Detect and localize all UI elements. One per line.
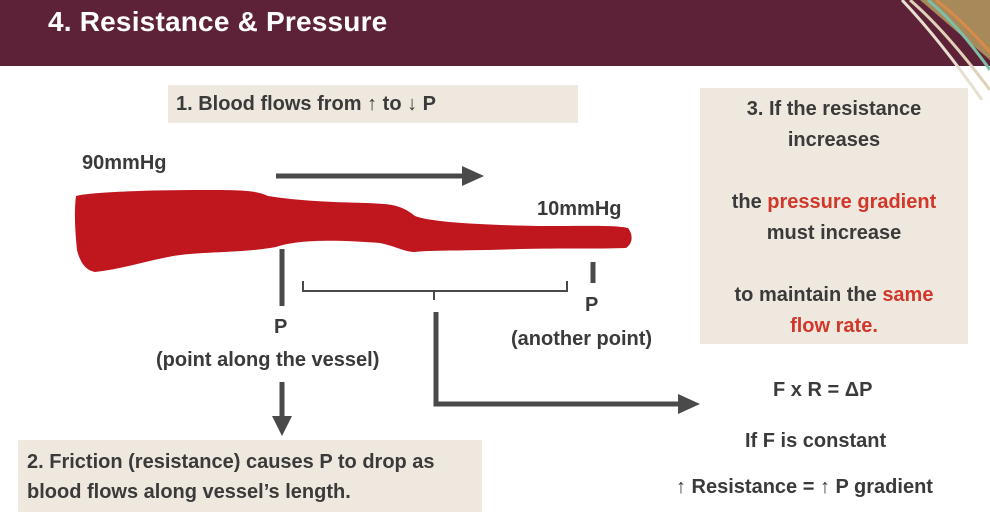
step2-box: 2. Friction (resistance) causes P to dro… [18, 440, 482, 512]
point-desc-label: (point along the vessel) [156, 349, 380, 371]
another-desc-label: (another point) [511, 328, 653, 350]
end-pressure-label: 10mmHg [537, 198, 622, 220]
header-bar: 4. Resistance & Pressure [0, 0, 990, 100]
same-highlight: same [882, 284, 934, 306]
step2-line2: blood flows along vessel’s length. [27, 481, 351, 503]
step1-text: 1. Blood flows from ↑ to ↓ P [176, 93, 436, 115]
step3-line5: to maintain the same [734, 284, 934, 306]
another-p-label: P [585, 294, 599, 316]
step3-line3: the pressure gradient [731, 191, 937, 213]
formula-result: ↑ Resistance = ↑ P gradient [676, 476, 933, 498]
step3-box: 3. If the resistance increases the press… [700, 88, 968, 344]
start-pressure-label: 90mmHg [82, 152, 167, 174]
corner-decoration-icon [900, 0, 990, 100]
pressure-gradient-highlight: pressure gradient [767, 191, 937, 213]
segment-bracket [302, 281, 568, 300]
blood-vessel [74, 190, 632, 272]
step3-line2: increases [787, 129, 881, 151]
flow-rate-highlight: flow rate. [790, 315, 878, 337]
elbow-arrow-head [678, 394, 700, 414]
formula-equation: F x R = ΔP [773, 379, 873, 401]
step1-box: 1. Blood flows from ↑ to ↓ P [168, 85, 578, 123]
down-arrow-head [272, 416, 292, 436]
point-p-label: P [274, 316, 288, 338]
step3-line1: 3. If the resistance [746, 98, 922, 120]
slide-title: 4. Resistance & Pressure [48, 6, 388, 37]
step3-line4: must increase [766, 222, 902, 244]
formula-condition: If F is constant [745, 430, 887, 452]
elbow-arrow-line [433, 312, 682, 407]
step2-line1: 2. Friction (resistance) causes P to dro… [27, 451, 435, 473]
flow-arrow-head [462, 166, 484, 186]
